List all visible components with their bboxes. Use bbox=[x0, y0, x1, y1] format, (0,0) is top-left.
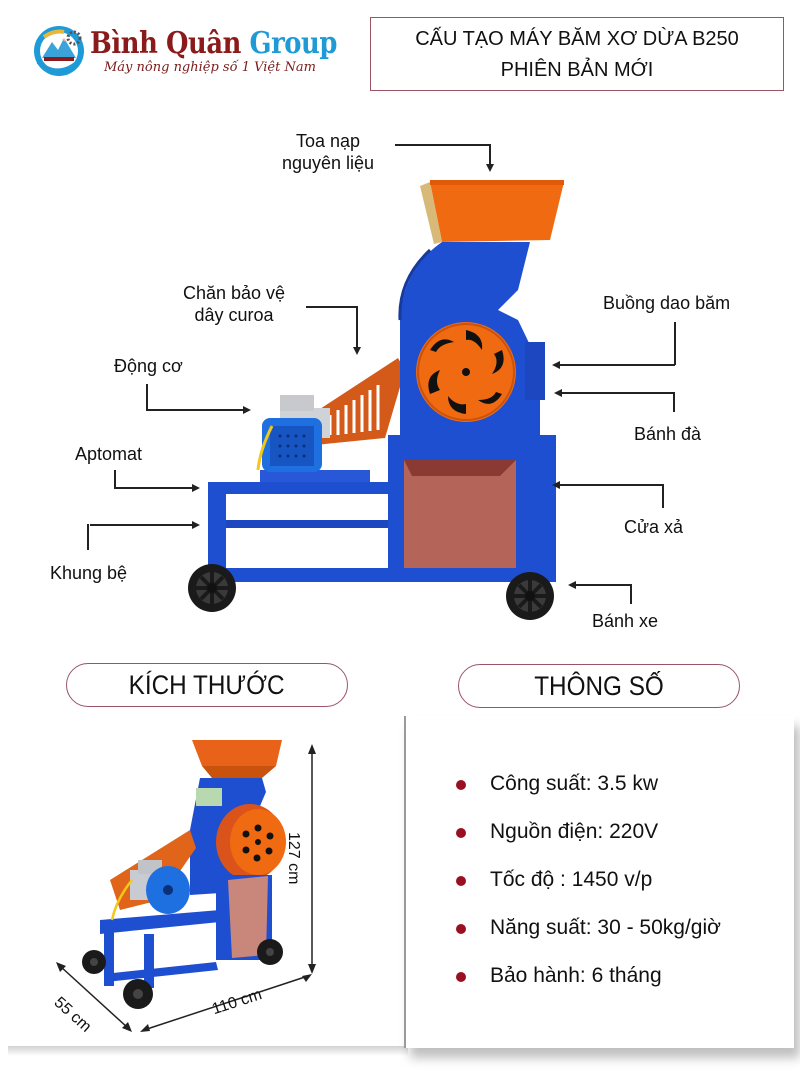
callout-line-flywheel bbox=[562, 392, 674, 394]
dimensions-shadow bbox=[8, 1046, 408, 1056]
callout-line-discharge-v bbox=[662, 484, 664, 508]
callout-line-breaker bbox=[114, 487, 194, 489]
brand-logo: Bình Quân Group Máy nông nghiệp số 1 Việ… bbox=[32, 20, 337, 84]
arrow-right-icon bbox=[243, 406, 251, 414]
section-title-dimensions: KÍCH THƯỚC bbox=[66, 663, 348, 707]
callout-line-frame-v bbox=[87, 524, 89, 550]
hopper-shape bbox=[420, 180, 564, 244]
wheel-left-shape bbox=[188, 564, 236, 612]
arrow-left-icon bbox=[554, 389, 562, 397]
label-feed-hopper: Toa nạp nguyên liệu bbox=[281, 131, 375, 173]
callout-line-flywheel-v bbox=[673, 392, 675, 412]
callout-line-breaker-v bbox=[114, 470, 116, 488]
dimension-height: 127 cm bbox=[285, 832, 302, 885]
page-title: CẤU TẠO MÁY BĂM XƠ DỪA B250 bbox=[415, 28, 739, 50]
arrow-left-icon bbox=[552, 481, 560, 489]
brand-tagline: Máy nông nghiệp số 1 Việt Nam bbox=[104, 60, 316, 75]
machine-illustration bbox=[188, 180, 564, 620]
spec-item-speed: Tốc độ : 1450 v/p bbox=[450, 866, 721, 914]
motor-shape bbox=[256, 395, 330, 472]
length-dimension-line bbox=[143, 975, 309, 1031]
logo-mountain-icon bbox=[34, 26, 84, 76]
bullet-icon bbox=[456, 924, 466, 934]
callout-line-discharge bbox=[560, 484, 663, 486]
callout-line-feed-hopper bbox=[395, 144, 490, 146]
page-subtitle: PHIÊN BẢN MỚI bbox=[500, 59, 654, 81]
callout-line-motor-v bbox=[146, 384, 148, 410]
callout-line-feed-hopper-v bbox=[489, 144, 491, 164]
label-discharge-door: Cửa xả bbox=[624, 517, 684, 537]
brand-name: Bình Quân Group bbox=[90, 26, 337, 61]
spec-item-power: Công suất: 3.5 kw bbox=[450, 770, 721, 818]
label-blade-chamber: Buồng dao băm bbox=[603, 293, 731, 313]
callout-line-motor bbox=[146, 409, 244, 411]
callout-line-blade-chamber bbox=[560, 364, 675, 366]
label-wheel: Bánh xe bbox=[592, 611, 659, 631]
arrow-left-icon bbox=[568, 581, 576, 589]
spec-item-capacity: Năng suất: 30 - 50kg/giờ bbox=[450, 914, 721, 962]
bullet-icon bbox=[456, 780, 466, 790]
section-title-specs: THÔNG SỐ bbox=[458, 664, 740, 708]
flywheel-shape bbox=[416, 322, 516, 422]
bullet-icon bbox=[456, 972, 466, 982]
arrow-left-icon bbox=[552, 361, 560, 369]
arrow-down-icon bbox=[353, 347, 361, 355]
spec-item-voltage: Nguồn điện: 220V bbox=[450, 818, 721, 866]
spec-item-warranty: Bảo hành: 6 tháng bbox=[450, 962, 721, 1010]
label-belt-guard: Chăn bảo vệ dây curoa bbox=[182, 283, 286, 325]
specs-card: Công suất: 3.5 kw Nguồn điện: 220V Tốc đ… bbox=[404, 716, 794, 1048]
label-frame: Khung bệ bbox=[50, 563, 128, 583]
dimensions-illustration bbox=[56, 740, 316, 1032]
arrow-right-icon bbox=[192, 521, 200, 529]
label-flywheel: Bánh đà bbox=[634, 424, 702, 444]
callout-line-blade-chamber-v bbox=[674, 322, 676, 365]
width-dimension-line bbox=[59, 965, 129, 1029]
label-motor: Động cơ bbox=[114, 356, 183, 376]
specs-list: Công suất: 3.5 kw Nguồn điện: 220V Tốc đ… bbox=[450, 770, 721, 1010]
bullet-icon bbox=[456, 828, 466, 838]
callout-line-belt-guard bbox=[306, 306, 357, 308]
arrow-right-icon bbox=[192, 484, 200, 492]
page-title-box: CẤU TẠO MÁY BĂM XƠ DỪA B250 PHIÊN BẢN MỚ… bbox=[370, 17, 784, 91]
callout-line-belt-guard-v bbox=[356, 306, 358, 348]
bullet-icon bbox=[456, 876, 466, 886]
callout-line-frame bbox=[90, 524, 194, 526]
callout-line-wheel bbox=[576, 584, 631, 586]
label-breaker: Aptomat bbox=[75, 444, 143, 464]
wheel-right-shape bbox=[506, 572, 554, 620]
callout-line-wheel-v bbox=[630, 584, 632, 604]
arrow-down-icon bbox=[486, 164, 494, 172]
